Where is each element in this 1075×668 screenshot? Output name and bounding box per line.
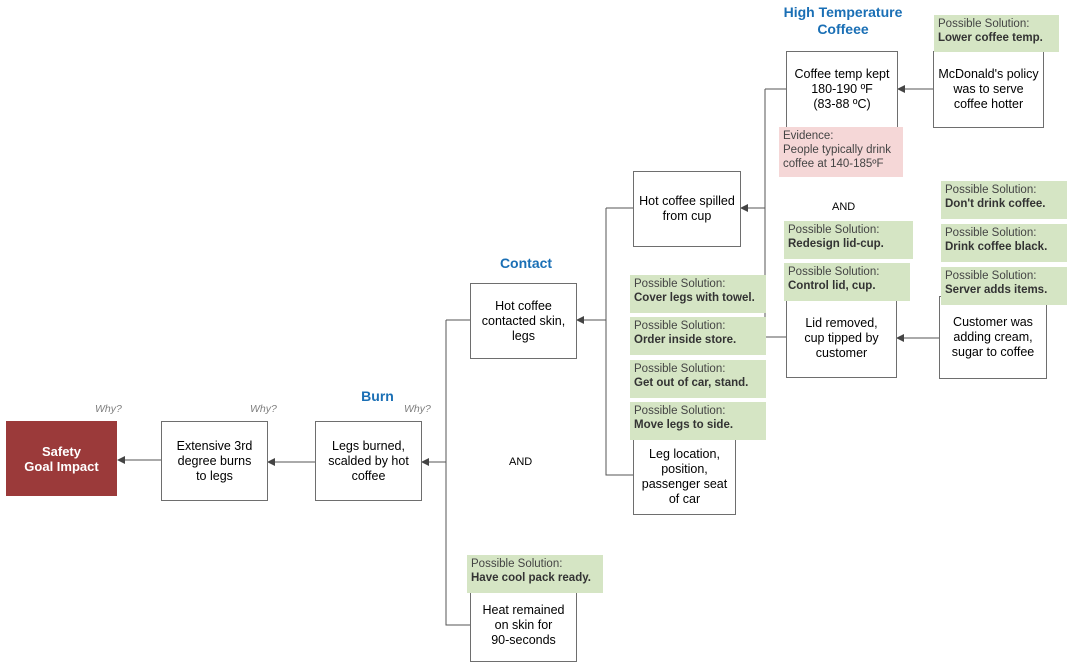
solution-text: Don't drink coffee. bbox=[945, 198, 1046, 210]
solution-text: Drink coffee black. bbox=[945, 241, 1048, 253]
category-high-temperature: High Temperature Coffeee bbox=[783, 4, 903, 37]
solution-header: Possible Solution: bbox=[788, 224, 880, 236]
safety-goal-impact-box: Safety Goal Impact bbox=[6, 421, 117, 496]
solution-header: Possible Solution: bbox=[634, 278, 726, 290]
solution-text: Get out of car, stand. bbox=[634, 377, 749, 389]
solution-header: Possible Solution: bbox=[634, 405, 726, 417]
bracket-burn bbox=[422, 319, 471, 626]
solution-text: Have cool pack ready. bbox=[471, 572, 591, 584]
solution-text: Cover legs with towel. bbox=[634, 292, 755, 304]
solution-drink-coffee-black: Possible Solution: Drink coffee black. bbox=[941, 224, 1067, 262]
leg-location-box: Leg location, position, passenger seat o… bbox=[633, 438, 736, 515]
coffee-temp-box: Coffee temp kept 180-190 ºF (83-88 ºC) bbox=[786, 51, 898, 128]
solution-header: Possible Solution: bbox=[634, 363, 726, 375]
and-label: AND bbox=[509, 456, 533, 468]
bracket-contact bbox=[577, 207, 634, 476]
solution-header: Possible Solution: bbox=[471, 558, 563, 570]
category-contact: Contact bbox=[499, 255, 553, 271]
solution-text: Redesign lid-cup. bbox=[788, 238, 884, 250]
solution-control-lid-cup: Possible Solution: Control lid, cup. bbox=[784, 263, 910, 301]
solution-dont-drink-coffee: Possible Solution: Don't drink coffee. bbox=[941, 181, 1067, 219]
solution-header: Possible Solution: bbox=[788, 266, 880, 278]
solution-order-inside-store: Possible Solution: Order inside store. bbox=[630, 317, 766, 355]
evidence-text: People typically drink coffee at 140-185… bbox=[783, 144, 892, 170]
hot-coffee-contacted-box: Hot coffee contacted skin, legs bbox=[470, 283, 577, 359]
solution-cover-legs-with-towel: Possible Solution: Cover legs with towel… bbox=[630, 275, 766, 313]
solution-lower-coffee-temp: Possible Solution: Lower coffee temp. bbox=[934, 15, 1059, 52]
coffee-spilled-box: Hot coffee spilled from cup bbox=[633, 171, 741, 247]
solution-server-adds-items: Possible Solution: Server adds items. bbox=[941, 267, 1067, 305]
solution-redesign-lid-cup: Possible Solution: Redesign lid-cup. bbox=[784, 221, 913, 259]
extensive-burns-box: Extensive 3rd degree burns to legs bbox=[161, 421, 268, 501]
solution-header: Possible Solution: bbox=[634, 320, 726, 332]
evidence-note: Evidence: People typically drink coffee … bbox=[779, 127, 903, 177]
solution-header: Possible Solution: bbox=[945, 227, 1037, 239]
legs-burned-box: Legs burned, scalded by hot coffee bbox=[315, 421, 422, 501]
mcdonalds-policy-box: McDonald's policy was to serve coffee ho… bbox=[933, 51, 1044, 128]
and-label: AND bbox=[832, 201, 856, 213]
why-label: Why? bbox=[250, 403, 277, 415]
solution-header: Possible Solution: bbox=[945, 270, 1037, 282]
solution-text: Lower coffee temp. bbox=[938, 32, 1043, 44]
customer-adding-cream-box: Customer was adding cream, sugar to coff… bbox=[939, 296, 1047, 379]
category-burn: Burn bbox=[361, 388, 394, 404]
solution-move-legs-to-side: Possible Solution: Move legs to side. bbox=[630, 402, 766, 440]
solution-header: Possible Solution: bbox=[938, 18, 1030, 30]
solution-text: Move legs to side. bbox=[634, 419, 734, 431]
solution-text: Order inside store. bbox=[634, 334, 737, 346]
why-label: Why? bbox=[95, 403, 122, 415]
solution-have-cool-pack-ready: Possible Solution: Have cool pack ready. bbox=[467, 555, 603, 593]
why-label: Why? bbox=[404, 403, 431, 415]
solution-get-out-of-car: Possible Solution: Get out of car, stand… bbox=[630, 360, 766, 398]
solution-header: Possible Solution: bbox=[945, 184, 1037, 196]
evidence-header: Evidence: bbox=[783, 130, 834, 142]
lid-removed-box: Lid removed, cup tipped by customer bbox=[786, 299, 897, 378]
solution-text: Control lid, cup. bbox=[788, 280, 876, 292]
solution-text: Server adds items. bbox=[945, 284, 1048, 296]
heat-remained-box: Heat remained on skin for 90-seconds bbox=[470, 588, 577, 662]
